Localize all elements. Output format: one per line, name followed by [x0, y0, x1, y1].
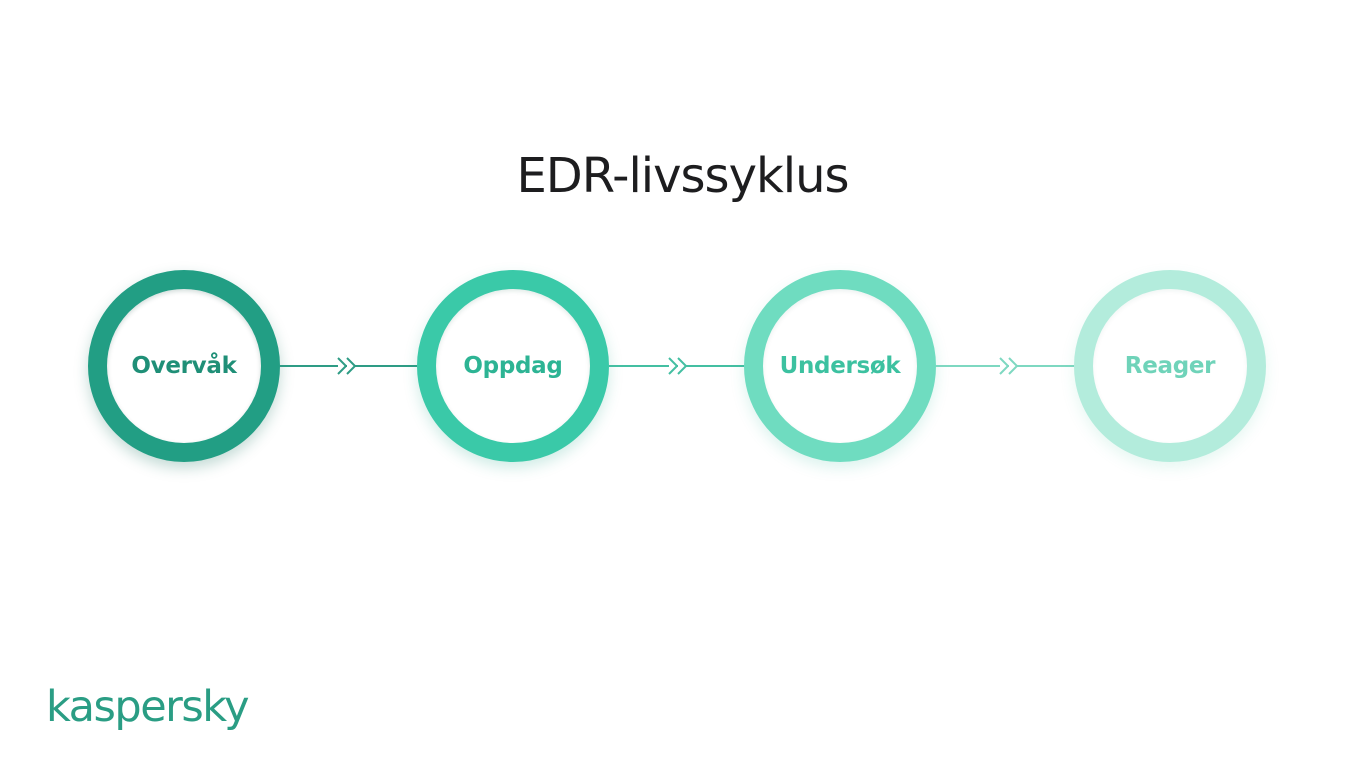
- double-chevron-right-icon: [337, 357, 357, 375]
- step-detect: Oppdag: [417, 270, 609, 462]
- step-respond: Reager: [1074, 270, 1266, 462]
- double-chevron-right-icon: [668, 357, 688, 375]
- step-label: Undersøk: [779, 353, 901, 379]
- step-label: Oppdag: [463, 353, 563, 379]
- step-monitor: Overvåk: [88, 270, 280, 462]
- step-investigate: Undersøk: [744, 270, 936, 462]
- double-chevron-right-icon: [999, 357, 1019, 375]
- lifecycle-diagram: Overvåk Oppdag Undersøk: [88, 270, 1278, 470]
- step-label: Reager: [1124, 353, 1216, 379]
- step-label: Overvåk: [131, 353, 237, 379]
- connector-3: [936, 356, 1074, 376]
- connector-1: [280, 356, 417, 376]
- connector-2: [609, 356, 744, 376]
- page-title: EDR-livssyklus: [516, 148, 849, 205]
- brand-logo: kaspersky: [46, 682, 250, 732]
